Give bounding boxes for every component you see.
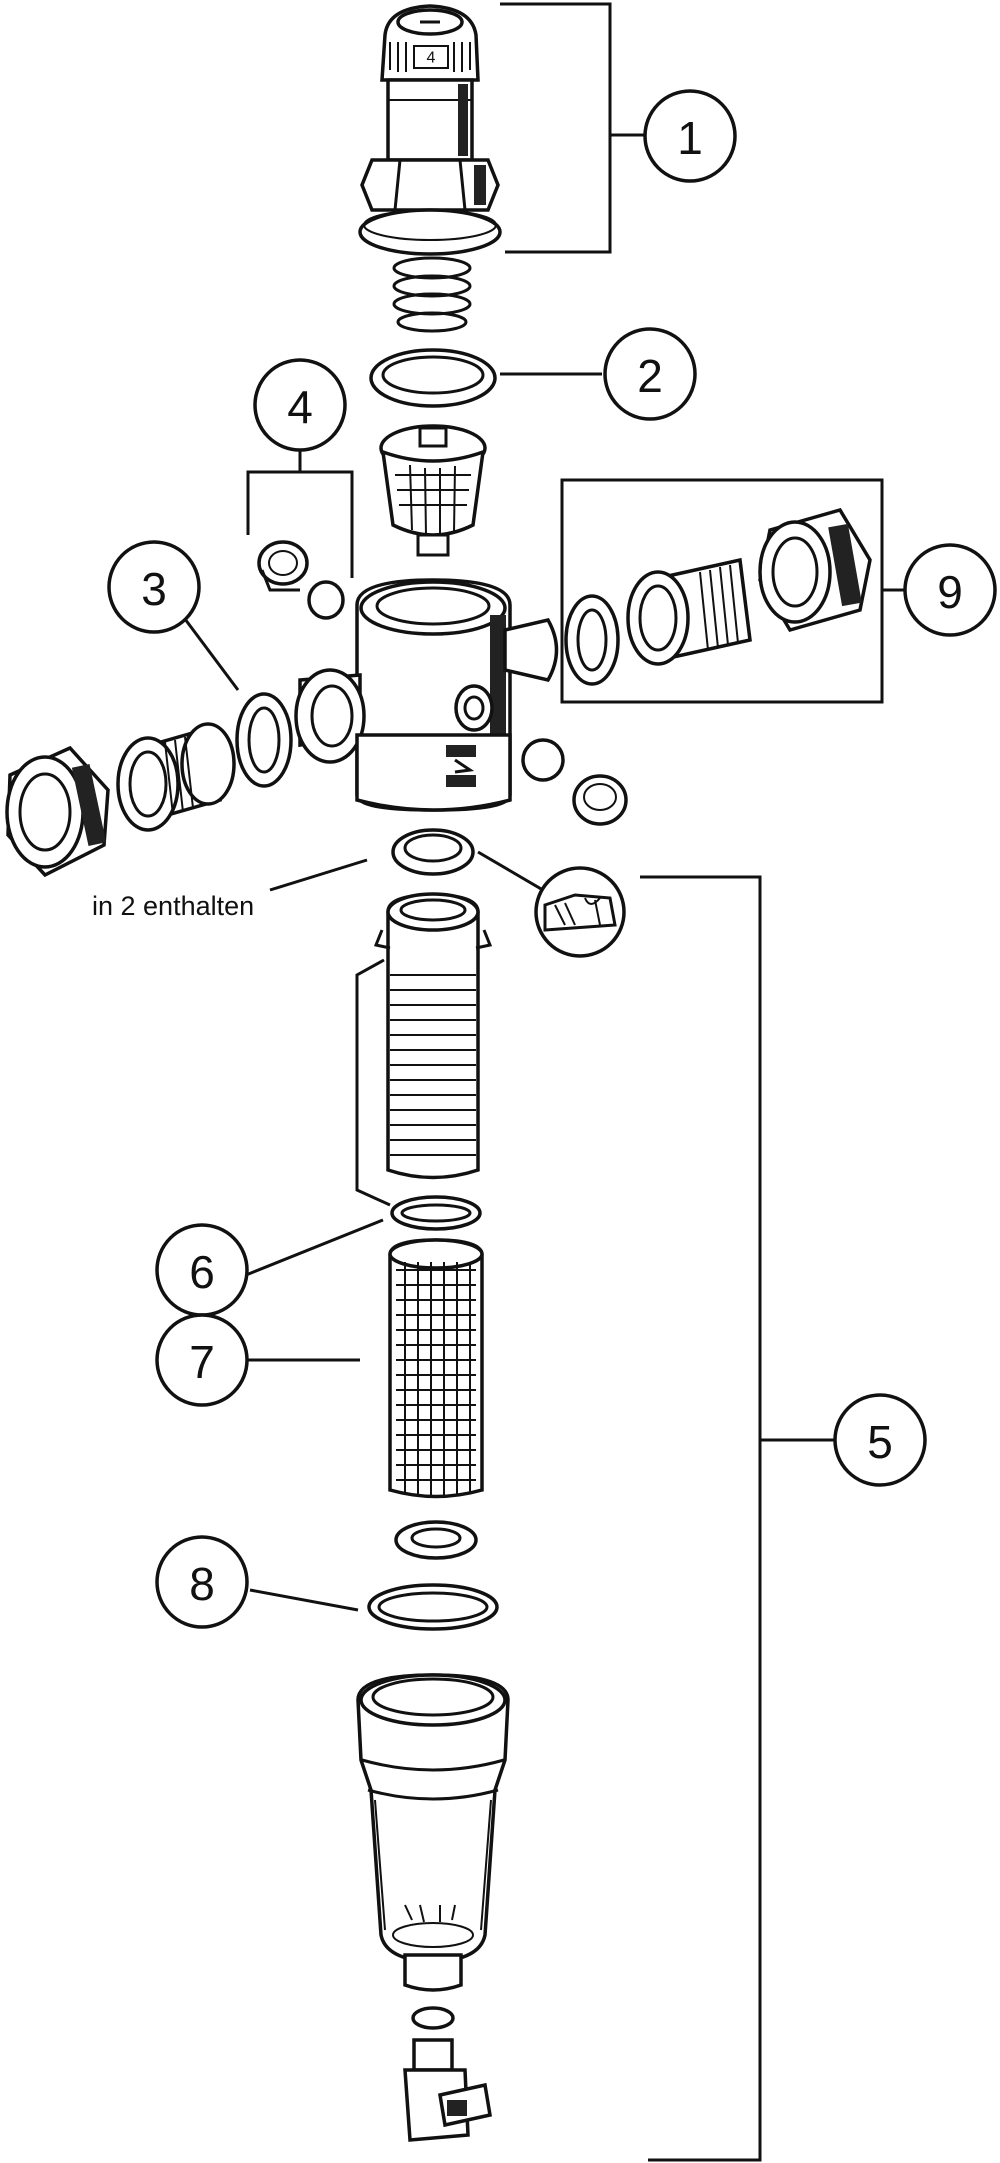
svg-text:2: 2 bbox=[637, 350, 663, 402]
svg-text:4: 4 bbox=[287, 381, 313, 433]
detail-inset-circle bbox=[534, 866, 626, 958]
callout-4: 4 bbox=[253, 358, 347, 452]
part-o-ring-lower bbox=[521, 738, 565, 782]
part-filter-core bbox=[373, 892, 493, 1180]
svg-text:8: 8 bbox=[189, 1558, 215, 1610]
part-valve-insert bbox=[379, 424, 487, 557]
part-drain-valve bbox=[403, 2038, 492, 2142]
part-housing bbox=[294, 578, 559, 812]
part-plug-lower bbox=[572, 774, 628, 826]
callout-8: 8 bbox=[155, 1535, 249, 1629]
callout-2: 2 bbox=[603, 327, 697, 421]
part-filter-bowl bbox=[356, 1673, 510, 1992]
part-o-ring-4 bbox=[307, 580, 345, 620]
svg-text:1: 1 bbox=[677, 112, 703, 164]
svg-text:7: 7 bbox=[189, 1336, 215, 1388]
callout-7: 7 bbox=[155, 1313, 249, 1407]
part-o-ring-6 bbox=[390, 1195, 482, 1231]
part-plug-4 bbox=[257, 540, 309, 592]
svg-text:6: 6 bbox=[189, 1246, 215, 1298]
part-seal-ring bbox=[391, 828, 475, 876]
note-text: in 2 enthalten bbox=[92, 891, 254, 921]
callout-6: 6 bbox=[155, 1223, 249, 1317]
svg-text:5: 5 bbox=[867, 1416, 893, 1468]
part-o-ring-2 bbox=[369, 348, 497, 408]
callout-3: 3 bbox=[107, 540, 201, 634]
part-o-ring-drain bbox=[411, 2006, 455, 2030]
bracket-callout-1 bbox=[500, 2, 612, 254]
part-pressure-reducer-cartridge: 4 bbox=[358, 4, 502, 333]
part-mesh-filter-7 bbox=[388, 1238, 484, 1499]
bracket-callout-5 bbox=[640, 875, 762, 2162]
callout-1: 1 bbox=[643, 89, 737, 183]
part-connection-set-3 bbox=[5, 692, 293, 878]
dial-number: 4 bbox=[427, 50, 436, 67]
callout-5: 5 bbox=[833, 1393, 927, 1487]
svg-text:9: 9 bbox=[937, 566, 963, 618]
callout-9: 9 bbox=[903, 543, 997, 637]
part-connection-set-9 bbox=[564, 507, 872, 686]
svg-text:3: 3 bbox=[141, 563, 167, 615]
part-washer bbox=[394, 1520, 478, 1560]
